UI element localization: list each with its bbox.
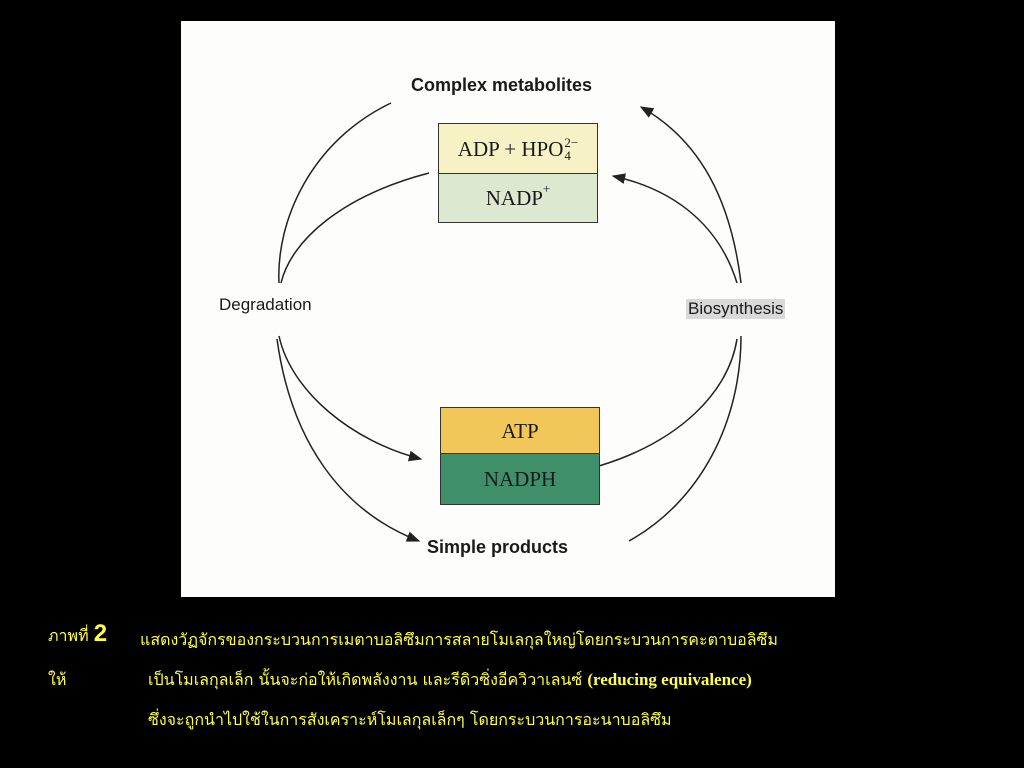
nadph-box: NADPH — [440, 453, 600, 505]
caption-line-1-text: แสดงวัฏจักรของกระบวนการเมตาบอลิซึมการสลา… — [140, 630, 778, 649]
nadp-charge: + — [542, 181, 551, 196]
degradation-label: Degradation — [219, 295, 312, 314]
hpo4-subscript: 4 — [564, 148, 571, 163]
atp-box: ATP — [440, 407, 600, 455]
biosynthesis-inner-arc — [598, 338, 738, 467]
complex-metabolites-label: Complex metabolites — [411, 75, 593, 95]
adp-hpo-text: ADP + HPO — [457, 136, 564, 161]
hpo4-charge-subscript: 2− 4 — [564, 136, 578, 162]
nadph-text: NADPH — [483, 466, 557, 491]
hpo4-charge: 2− — [564, 135, 579, 150]
degradation-to-bottom-box-arrow — [278, 335, 423, 462]
caption-line-1: ภาพที่ 2 — [48, 620, 107, 649]
simple-products-label: Simple products — [427, 537, 569, 557]
figure-caption: ภาพที่ 2 แสดงวัฏจักรของกระบวนการเมตาบอลิ… — [0, 620, 1024, 768]
biosynthesis-label: Biosynthesis — [686, 299, 786, 319]
caption-line-2-english: (reducing equivalence) — [587, 670, 752, 689]
biosynthesis-to-complex-metabolites-arrow — [639, 106, 742, 284]
biosynthesis-to-top-box-arrow — [611, 173, 738, 284]
caption-line-3: ซึ่งจะถูกนำไปใช้ในการสังเคราะห์โมเลกุลเล… — [148, 710, 672, 729]
metabolism-cycle-figure: Complex metabolites Simple products Degr… — [181, 21, 835, 597]
figure-number: 2 — [93, 620, 108, 647]
adp-hpo4-box: ADP + HPO 2− 4 — [438, 123, 598, 175]
caption-line-2: เป็นโมเลกุลเล็ก นั้นจะก่อให้เกิดพลังงาน … — [148, 668, 752, 693]
degradation-to-simple-products-arrow — [276, 338, 421, 542]
degradation-outer-arc — [278, 102, 392, 284]
caption-prefix: ภาพที่ — [48, 626, 89, 645]
biosynthesis-outer-arc — [628, 335, 742, 542]
nadp-plus-box: NADP+ — [438, 173, 598, 223]
degradation-inner-arc — [280, 172, 430, 284]
cycle-arrows — [276, 102, 742, 542]
atp-text: ATP — [501, 418, 539, 443]
caption-line-2-lead: ให้ — [48, 670, 67, 689]
nadp-text: NADP — [485, 185, 543, 210]
caption-line-2-text: เป็นโมเลกุลเล็ก นั้นจะก่อให้เกิดพลังงาน … — [148, 670, 583, 689]
